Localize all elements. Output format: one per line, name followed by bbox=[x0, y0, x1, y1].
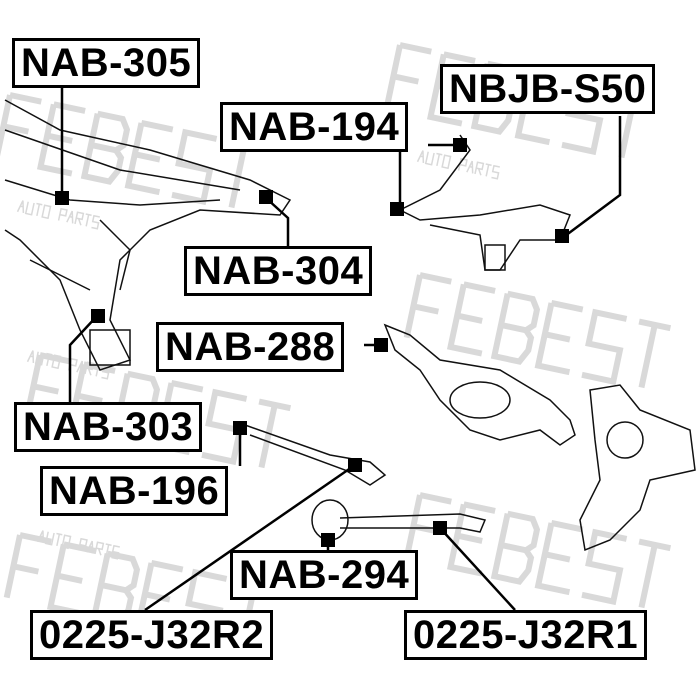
leader-nbjbs50 bbox=[564, 116, 622, 238]
marker-j32r2 bbox=[348, 458, 362, 472]
label-nab-294: NAB-294 bbox=[230, 550, 419, 600]
lower-arm-drawing bbox=[383, 323, 576, 446]
marker-j32r1 bbox=[433, 521, 447, 535]
marker-nab288 bbox=[374, 338, 388, 352]
watermark-brand bbox=[403, 272, 672, 389]
marker-nab305 bbox=[55, 191, 69, 205]
leader-nab304 bbox=[265, 197, 290, 246]
label-nab-196: NAB-196 bbox=[40, 466, 229, 516]
marker-nab194 bbox=[390, 202, 404, 216]
upper-arm-drawing bbox=[398, 134, 571, 271]
label-nab-304: NAB-304 bbox=[184, 246, 373, 296]
marker-nab304 bbox=[259, 190, 273, 204]
leader-nab303 bbox=[68, 315, 98, 402]
label-nab-288: NAB-288 bbox=[156, 322, 345, 372]
subframe-drawing bbox=[4, 99, 292, 371]
watermark-tagline bbox=[16, 200, 100, 230]
marker-nab196 bbox=[233, 421, 247, 435]
marker-nbjbs50 bbox=[555, 229, 569, 243]
leader-j32r2 bbox=[144, 463, 356, 612]
toe-link-drawing bbox=[244, 424, 387, 486]
watermark-tagline bbox=[416, 150, 500, 180]
watermark-tagline bbox=[36, 530, 120, 560]
label-nab-305: NAB-305 bbox=[12, 38, 201, 88]
label-nab-303: NAB-303 bbox=[14, 402, 203, 452]
label-0225-j32r2: 0225-J32R2 bbox=[30, 610, 274, 660]
marker-nab303 bbox=[91, 309, 105, 323]
knuckle-drawing bbox=[579, 384, 696, 552]
leader-j32r1 bbox=[439, 527, 516, 611]
label-nab-194: NAB-194 bbox=[220, 102, 409, 152]
marker-nab294 bbox=[321, 533, 335, 547]
label-nbjb-s50: NBJB-S50 bbox=[440, 64, 656, 114]
label-0225-j32r1: 0225-J32R1 bbox=[404, 610, 648, 660]
marker-nab194-b bbox=[453, 138, 467, 152]
